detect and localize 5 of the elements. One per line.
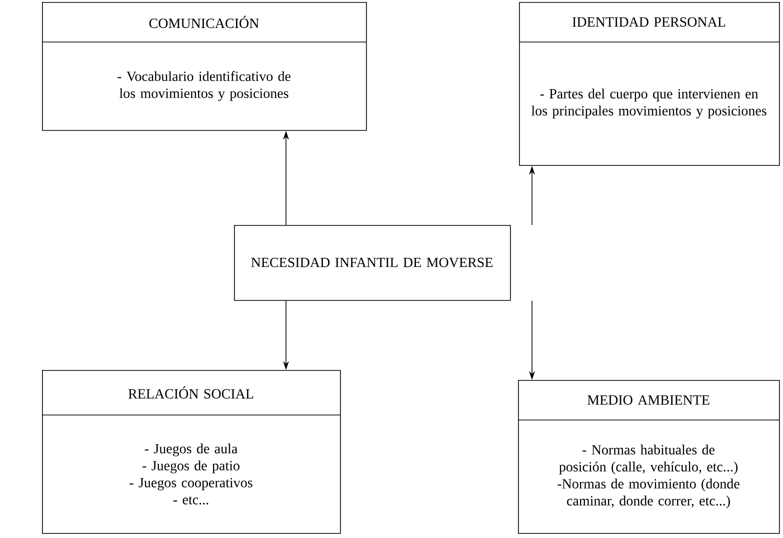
- central-box: NECESIDAD INFANTIL DE MOVERSE: [234, 225, 511, 301]
- concept-box: IDENTIDAD PERSONAL - Partes del cuerpo que intervienen en los principales movimientos y posiciones: [518, 2, 780, 166]
- concept-box: RELACIÓN SOCIAL - Juegos de aula - Juegos de patio - Juegos cooperativos - etc...: [42, 370, 341, 534]
- concept-box: MEDIO AMBIENTE - Normas habituales de posición (calle, vehículo, etc...) -Normas de movimiento (donde caminar, donde correr, etc...): [518, 380, 780, 534]
- concept-box: COMUNICACIÓN - Vocabulario identificativo de los movimientos y posiciones: [42, 2, 367, 131]
